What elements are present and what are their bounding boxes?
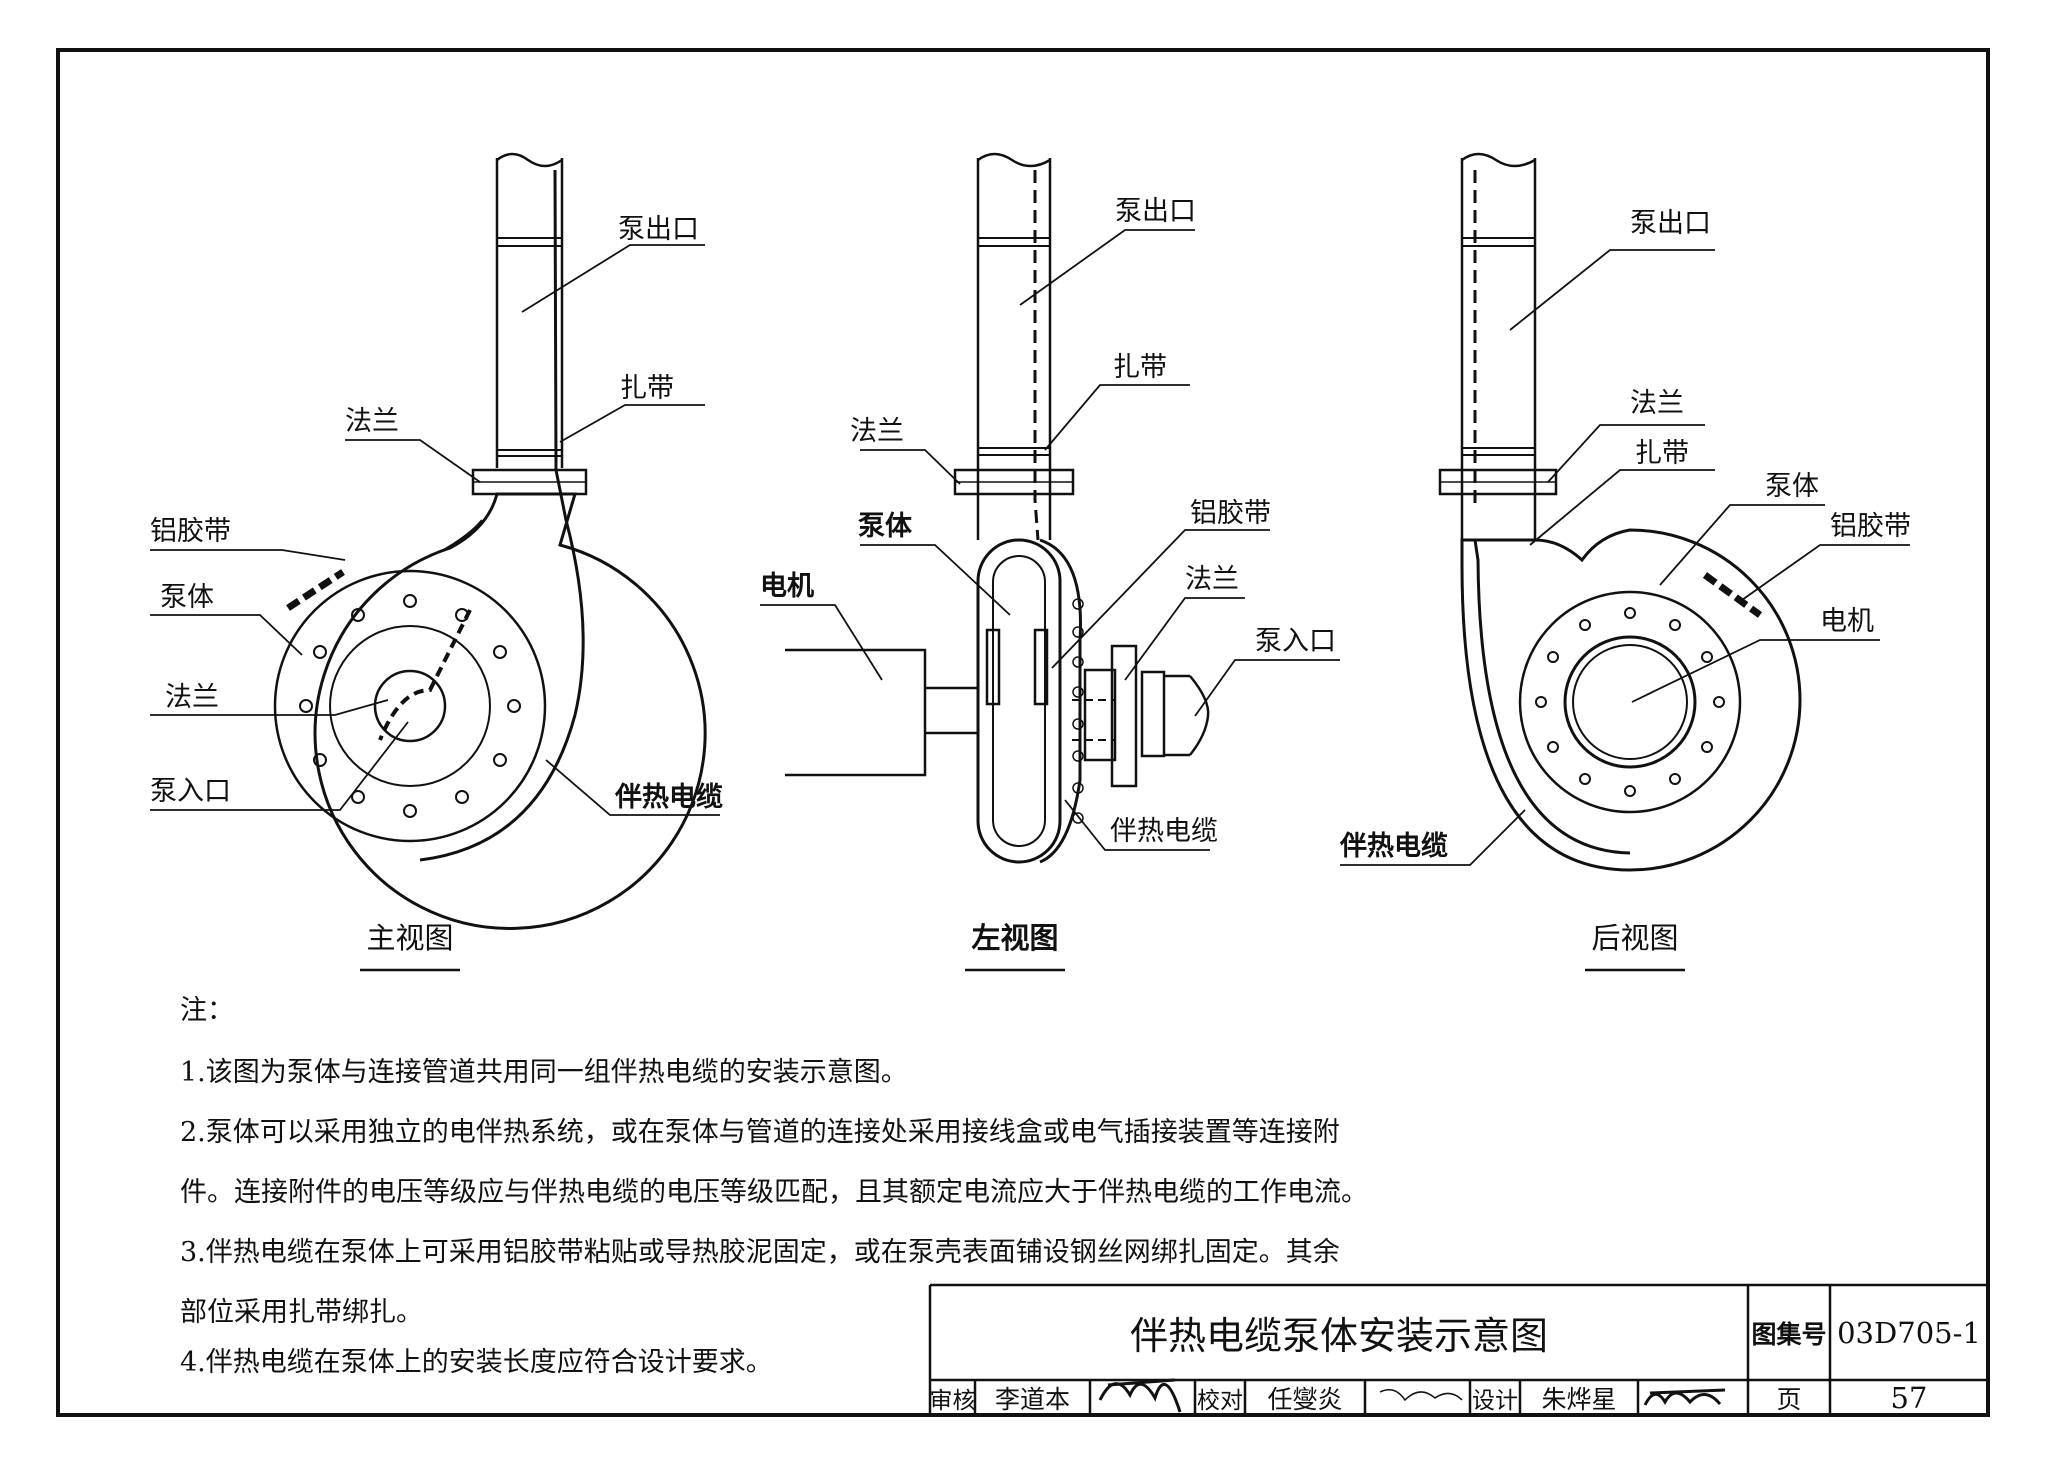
front-label-pump-outlet: 泵出口 xyxy=(618,214,699,245)
rear-bolt-holes xyxy=(1535,607,1725,797)
front-view xyxy=(273,152,707,930)
note-line-2: 2.泵体可以采用独立的电伴热系统，或在泵体与管道的连接处采用接线盒或电气插接装置… xyxy=(180,1117,1340,1148)
atlas-no-label: 图集号 xyxy=(1751,1319,1827,1349)
left-label-pump-inlet: 泵入口 xyxy=(1255,626,1336,657)
rear-view-caption: 后视图 xyxy=(1591,921,1678,955)
left-label-heat-cable: 伴热电缆 xyxy=(1110,816,1218,847)
front-label-cable-tie: 扎带 xyxy=(620,373,674,404)
signature-designer xyxy=(1643,1388,1726,1406)
design-label: 设计 xyxy=(1472,1387,1518,1414)
left-disc-bolts xyxy=(1072,598,1084,824)
rear-label-motor: 电机 xyxy=(1820,606,1874,637)
left-label-motor: 电机 xyxy=(760,571,814,602)
front-label-flange-top: 法兰 xyxy=(345,406,399,437)
left-label-cable-tie: 扎带 xyxy=(1113,352,1167,383)
check-label: 校对 xyxy=(1197,1387,1243,1414)
note-line-1: 1.该图为泵体与连接管道共用同一组伴热电缆的安装示意图。 xyxy=(180,1057,908,1088)
rear-label-aluminum-tape: 铝胶带 xyxy=(1830,511,1911,542)
left-label-pump-outlet: 泵出口 xyxy=(1115,196,1196,227)
left-view xyxy=(785,152,1210,864)
front-bolt-holes xyxy=(299,594,521,818)
signature-checker xyxy=(1379,1389,1463,1402)
left-label-aluminum-tape: 铝胶带 xyxy=(1190,498,1271,529)
front-view-caption: 主视图 xyxy=(366,921,453,955)
rear-view xyxy=(1438,152,1802,872)
notes-heading: 注： xyxy=(180,995,234,1026)
left-leaders xyxy=(760,229,1340,851)
rear-label-cable-tie: 扎带 xyxy=(1635,438,1689,469)
rear-label-pump-body: 泵体 xyxy=(1765,471,1819,502)
front-label-flange-center: 法兰 xyxy=(165,682,219,713)
front-label-aluminum-tape: 铝胶带 xyxy=(150,516,231,547)
note-line-4: 3.伴热电缆在泵体上可采用铝胶带粘贴或导热胶泥固定，或在泵壳表面铺设钢丝网绑扎固… xyxy=(180,1237,1340,1268)
front-label-heat-cable: 伴热电缆 xyxy=(614,782,723,813)
page-label: 页 xyxy=(1776,1384,1802,1414)
note-line-5: 部位采用扎带绑扎。 xyxy=(180,1297,423,1328)
left-label-flange-side: 法兰 xyxy=(1185,564,1239,595)
atlas-no: 03D705-1 xyxy=(1837,1315,1981,1350)
page-number: 57 xyxy=(1890,1380,1928,1415)
reviewer-name: 李道本 xyxy=(994,1384,1070,1414)
checker-name: 任燮炎 xyxy=(1267,1384,1343,1414)
rear-label-pump-outlet: 泵出口 xyxy=(1630,208,1711,239)
front-label-pump-inlet: 泵入口 xyxy=(150,776,231,807)
review-label: 审核 xyxy=(929,1387,976,1414)
signature-reviewer xyxy=(1098,1378,1182,1413)
left-view-caption: 左视图 xyxy=(971,921,1058,955)
rear-leaders xyxy=(1340,249,1910,866)
title-block-grid xyxy=(928,1283,1988,1415)
view-labels: 泵出口 扎带 法兰 铝胶带 泵体 法兰 泵入口 伴热电缆 泵出口 扎带 法兰 泵… xyxy=(150,196,1911,955)
note-line-3: 件。连接附件的电压等级应与伴热电缆的电压等级匹配，且其额定电流应大于伴热电缆的工… xyxy=(180,1177,1368,1208)
left-label-pump-body: 泵体 xyxy=(858,511,913,542)
drawing-title: 伴热电缆泵体安装示意图 xyxy=(1129,1314,1548,1358)
rear-label-heat-cable: 伴热电缆 xyxy=(1339,831,1448,862)
rear-label-flange-top: 法兰 xyxy=(1630,388,1684,419)
drawing-border xyxy=(56,48,1990,1417)
note-line-6: 4.伴热电缆在泵体上的安装长度应符合设计要求。 xyxy=(180,1347,773,1378)
left-label-flange-top: 法兰 xyxy=(850,416,904,447)
front-label-pump-body: 泵体 xyxy=(160,582,214,613)
front-leaders xyxy=(150,244,720,816)
designer-name: 朱烨星 xyxy=(1541,1384,1617,1414)
